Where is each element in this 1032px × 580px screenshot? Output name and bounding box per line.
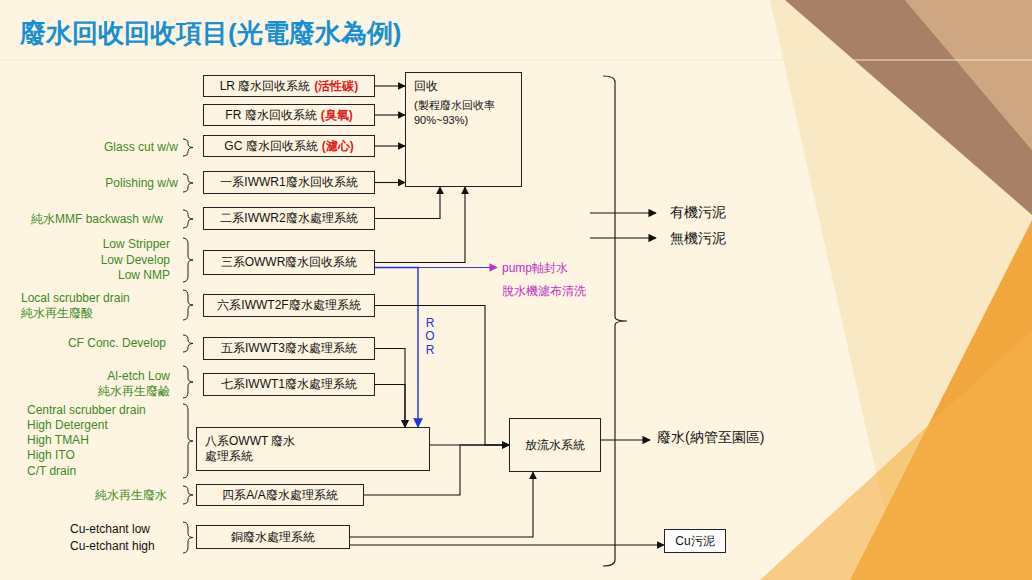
group-brace xyxy=(183,210,193,228)
process-box: 三系OWWR廢水回收系統 xyxy=(203,250,375,275)
source-label: Al-etch Low xyxy=(107,369,170,384)
source-label: CF Conc. Develop xyxy=(68,336,166,351)
process-box: 七系IWWT1廢水處理系統 xyxy=(203,373,375,396)
process-box: 銅廢水處理系統 xyxy=(196,525,350,549)
group-brace xyxy=(183,522,193,553)
process-box: FR 廢水回收系統 (臭氧) xyxy=(203,104,375,126)
box-label: 五系IWWT3廢水處理系統 xyxy=(221,341,357,356)
process-box: 六系IWWT2F廢水處理系統 xyxy=(203,294,375,317)
flow-connector xyxy=(375,349,405,428)
box-label: 七系IWWT1廢水處理系統 xyxy=(221,377,357,392)
flow-connector xyxy=(364,445,509,495)
box-note: (製程廢水回收率 90%~93%) xyxy=(414,98,513,128)
outlet-label: 廢水(納管至園區) xyxy=(657,428,775,446)
collect-brace xyxy=(603,76,627,566)
group-brace xyxy=(183,139,193,156)
group-brace xyxy=(183,335,193,352)
flow-connector xyxy=(350,472,533,537)
process-box: 五系IWWT3廢水處理系統 xyxy=(203,337,375,360)
flow-connector xyxy=(375,187,440,219)
group-brace xyxy=(183,366,193,398)
sludge-box: Cu污泥 xyxy=(664,529,726,553)
source-label: High Detergent xyxy=(27,418,108,433)
flow-connector xyxy=(375,385,405,428)
group-brace xyxy=(183,290,193,320)
box-label: GC 廢水回收系統 xyxy=(224,139,317,154)
edge-label: ROR xyxy=(424,317,436,357)
collect-box: 回收 (製程廢水回收率 90%~93%) xyxy=(405,72,522,187)
bg-band xyxy=(905,0,1032,150)
box-note: (活性碳) xyxy=(314,79,358,94)
group-brace xyxy=(183,486,193,504)
reuse-note: 脫水機濾布清洗 xyxy=(502,284,586,299)
source-label: C/T drain xyxy=(27,464,76,479)
group-brace xyxy=(183,174,193,192)
box-label: 回收 xyxy=(414,79,438,94)
box-note: (濾心) xyxy=(322,139,354,154)
source-label: Low Stripper xyxy=(103,237,170,252)
process-box: 八系OWWT 廢水處理系統 xyxy=(196,427,430,471)
flow-connector xyxy=(375,114,405,115)
process-box: 一系IWWR1廢水回收系統 xyxy=(203,171,375,194)
source-label: Low NMP xyxy=(118,268,170,283)
flow-connector xyxy=(375,182,405,183)
flow-connector xyxy=(375,306,509,446)
source-label: 純水再生廢鹼 xyxy=(98,384,170,399)
ror-connector xyxy=(375,268,418,428)
box-label: 放流水系統 xyxy=(525,438,585,453)
box-label: 四系A/A廢水處理系統 xyxy=(222,488,337,503)
box-label: 二系IWWR2廢水處理系統 xyxy=(220,211,357,226)
reuse-note: pump軸封水 xyxy=(502,261,568,276)
source-label: Cu-etchant high xyxy=(70,539,155,554)
source-label: Polishing w/w xyxy=(105,176,178,191)
bg-band xyxy=(760,330,1032,580)
process-box: 四系A/A廢水處理系統 xyxy=(196,484,364,506)
source-label: Local scrubber drain xyxy=(21,291,130,306)
box-label: FR 廢水回收系統 xyxy=(225,108,316,123)
box-label: 三系OWWR廢水回收系統 xyxy=(221,255,358,270)
source-label: High ITO xyxy=(27,448,75,463)
process-box: 放流水系統 xyxy=(509,418,601,472)
flow-connector xyxy=(375,85,405,86)
sludge-arrow xyxy=(590,237,656,238)
sludge-label: 無機污泥 xyxy=(670,229,726,247)
box-note: (臭氧) xyxy=(321,108,353,123)
source-label: 純水再生廢酸 xyxy=(21,306,93,321)
group-brace xyxy=(183,404,193,478)
discharge-arrow xyxy=(601,439,650,440)
sludge-arrow xyxy=(590,212,656,213)
sludge-label: 有機污泥 xyxy=(670,203,726,221)
group-brace xyxy=(183,238,193,282)
source-label: High TMAH xyxy=(27,433,89,448)
source-label: Low Develop xyxy=(101,253,170,268)
flow-connector xyxy=(375,145,405,146)
box-label: LR 廢水回收系統 xyxy=(220,79,311,94)
box-label: Cu污泥 xyxy=(675,534,714,549)
box-label: 六系IWWT2F廢水處理系統 xyxy=(217,298,360,313)
source-label: Central scrubber drain xyxy=(27,403,146,418)
process-box: 二系IWWR2廢水處理系統 xyxy=(203,207,375,230)
process-box: GC 廢水回收系統 (濾心) xyxy=(203,135,375,157)
source-label: Cu-etchant low xyxy=(70,522,150,537)
flow-connector xyxy=(375,187,465,263)
box-label: 八系OWWT 廢水處理系統 xyxy=(205,434,297,464)
source-label: 純水MMF backwash w/w xyxy=(31,212,163,227)
bg-band xyxy=(785,0,1032,215)
process-box: LR 廢水回收系統(活性碳) xyxy=(203,75,375,97)
source-label: Glass cut w/w xyxy=(104,140,178,155)
slide-title: 廢水回收回收項目(光電廢水為例) xyxy=(20,16,401,51)
box-label: 銅廢水處理系統 xyxy=(231,530,315,545)
source-label: 純水再生廢水 xyxy=(95,488,167,503)
box-label: 一系IWWR1廢水回收系統 xyxy=(220,175,357,190)
rule xyxy=(0,60,1032,61)
flow-connector xyxy=(350,544,664,545)
